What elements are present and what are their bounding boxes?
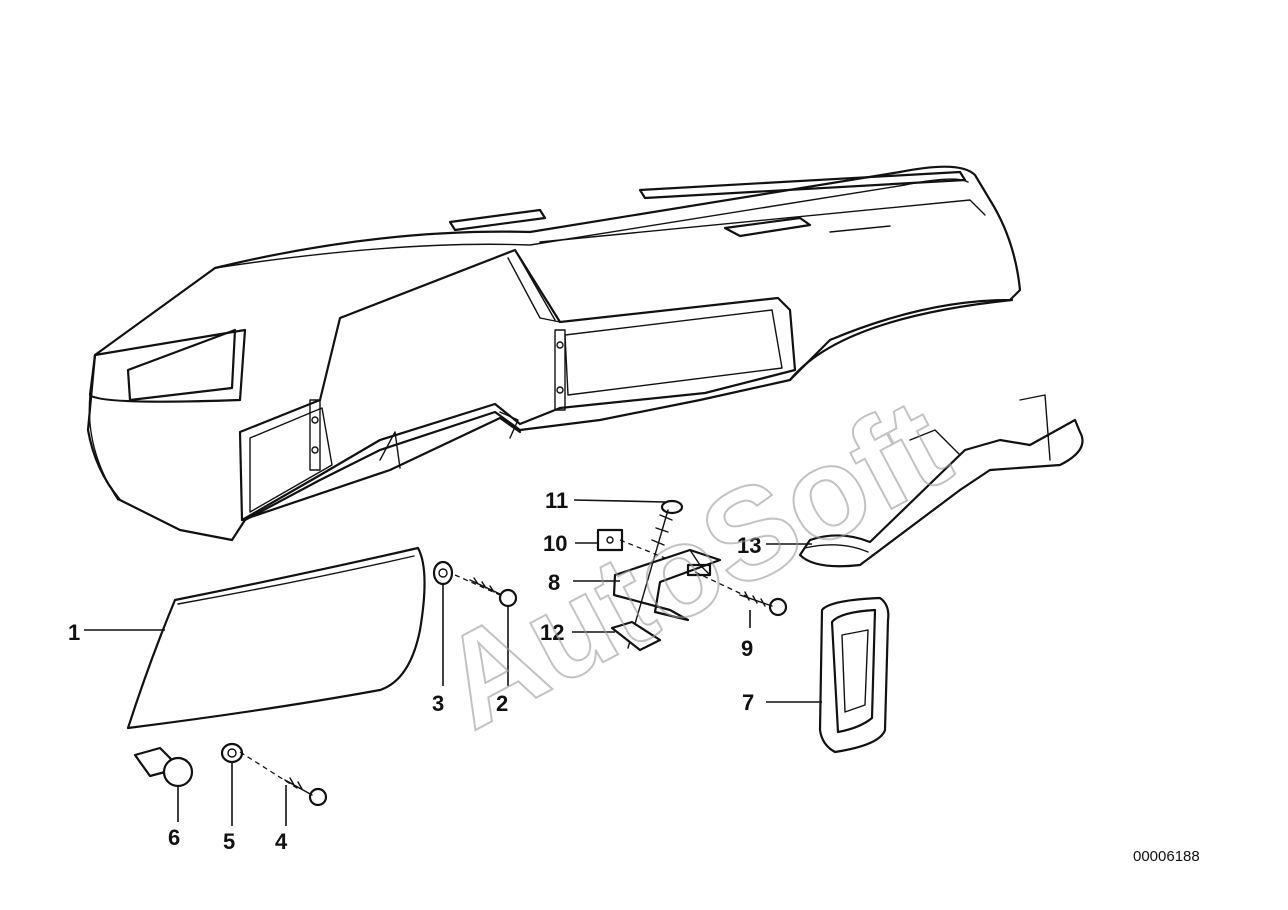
dashboard-panel [86,165,1022,542]
part-1-trim-panel [126,546,426,730]
part-10-nut [596,528,671,561]
callout-12: 12 [540,620,564,645]
callout-1: 1 [68,620,80,645]
part-13-bracket [798,394,1084,568]
callout-13: 13 [737,533,761,558]
callout-8: 8 [548,570,560,595]
part-8-bracket [612,548,722,622]
part-5-washer [220,742,244,764]
callout-5: 5 [223,829,235,854]
callout-9: 9 [741,636,753,661]
part-6-clip [133,746,194,788]
leader-lines [84,499,822,826]
callout-7: 7 [742,690,754,715]
callout-3: 3 [432,691,444,716]
drawing-number: 00006188 [1133,848,1200,865]
part-4-screw [239,751,328,807]
callout-2: 2 [496,691,508,716]
callout-4: 4 [275,829,288,854]
callout-6: 6 [168,825,180,850]
part-7-cover [818,596,890,754]
part-12-clip [610,620,662,652]
part-3-washer [432,560,454,586]
callout-10: 10 [543,531,567,556]
callout-11: 11 [545,488,568,513]
part-9-screw [694,571,788,617]
watermark: AutoSoft [417,370,970,757]
